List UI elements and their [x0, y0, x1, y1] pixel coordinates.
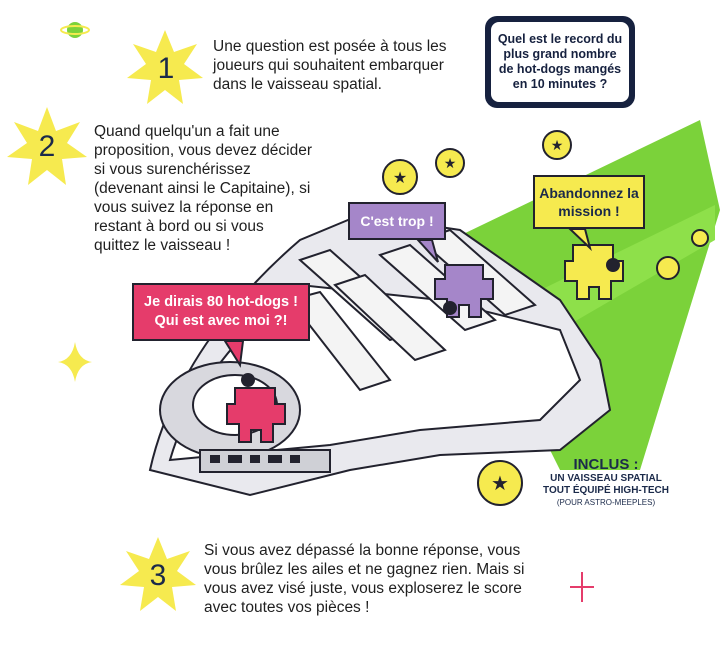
question-card-text: Quel est le record du plus grand nombre …: [491, 22, 629, 102]
speech-bubble-abandon: Abandonnez la mission !: [533, 175, 645, 229]
star-badge-3: [120, 537, 196, 611]
svg-text:★: ★: [551, 137, 564, 153]
question-card: Quel est le record du plus grand nombre …: [485, 16, 635, 108]
sparkle-pink-icon: [570, 572, 594, 602]
step-3-text: Si vous avez dépassé la bonne réponse, v…: [204, 542, 525, 616]
step-2-text: Quand quelqu'un a fait une proposition, …: [94, 123, 312, 254]
star-badge-1: [127, 30, 203, 104]
svg-text:★: ★: [491, 473, 509, 495]
step-3-number: 3: [149, 559, 167, 592]
meeple-purple-icon: [434, 264, 494, 318]
bubble-tail-captain: [223, 340, 245, 368]
sparkle-yellow-icon: [58, 342, 92, 382]
svg-text:★: ★: [393, 170, 407, 187]
step-1-number: 1: [157, 52, 175, 85]
included-subtitle: UN VAISSEAU SPATIAL TOUT ÉQUIPÉ HIGH-TEC…: [543, 473, 669, 496]
step-1-text: Une question est posée à tous les joueur…: [213, 38, 447, 93]
coin-star-marks: ★ ★ ★ ★: [393, 137, 563, 495]
meeple-pink-icon: [226, 373, 286, 443]
svg-text:★: ★: [444, 155, 457, 171]
bubble-tail-trop: [415, 239, 439, 263]
meeple-yellow-icon: [564, 244, 624, 300]
coin-icons: [382, 130, 709, 506]
step-2-number: 2: [38, 130, 56, 163]
star-badge-2: [7, 107, 87, 185]
planet-icon: [60, 22, 90, 38]
speech-bubble-captain: Je dirais 80 hot-dogs ! Qui est avec moi…: [132, 283, 310, 341]
included-title: INCLUS :: [573, 456, 639, 473]
included-caption: INCLUS : UN VAISSEAU SPATIAL TOUT ÉQUIPÉ…: [536, 456, 676, 508]
included-note: (POUR ASTRO-MEEPLES): [556, 498, 656, 507]
speech-bubble-too-much: C'est trop !: [348, 202, 446, 240]
bubble-tail-abandon: [567, 228, 592, 252]
control-panel-lights: [210, 455, 300, 463]
